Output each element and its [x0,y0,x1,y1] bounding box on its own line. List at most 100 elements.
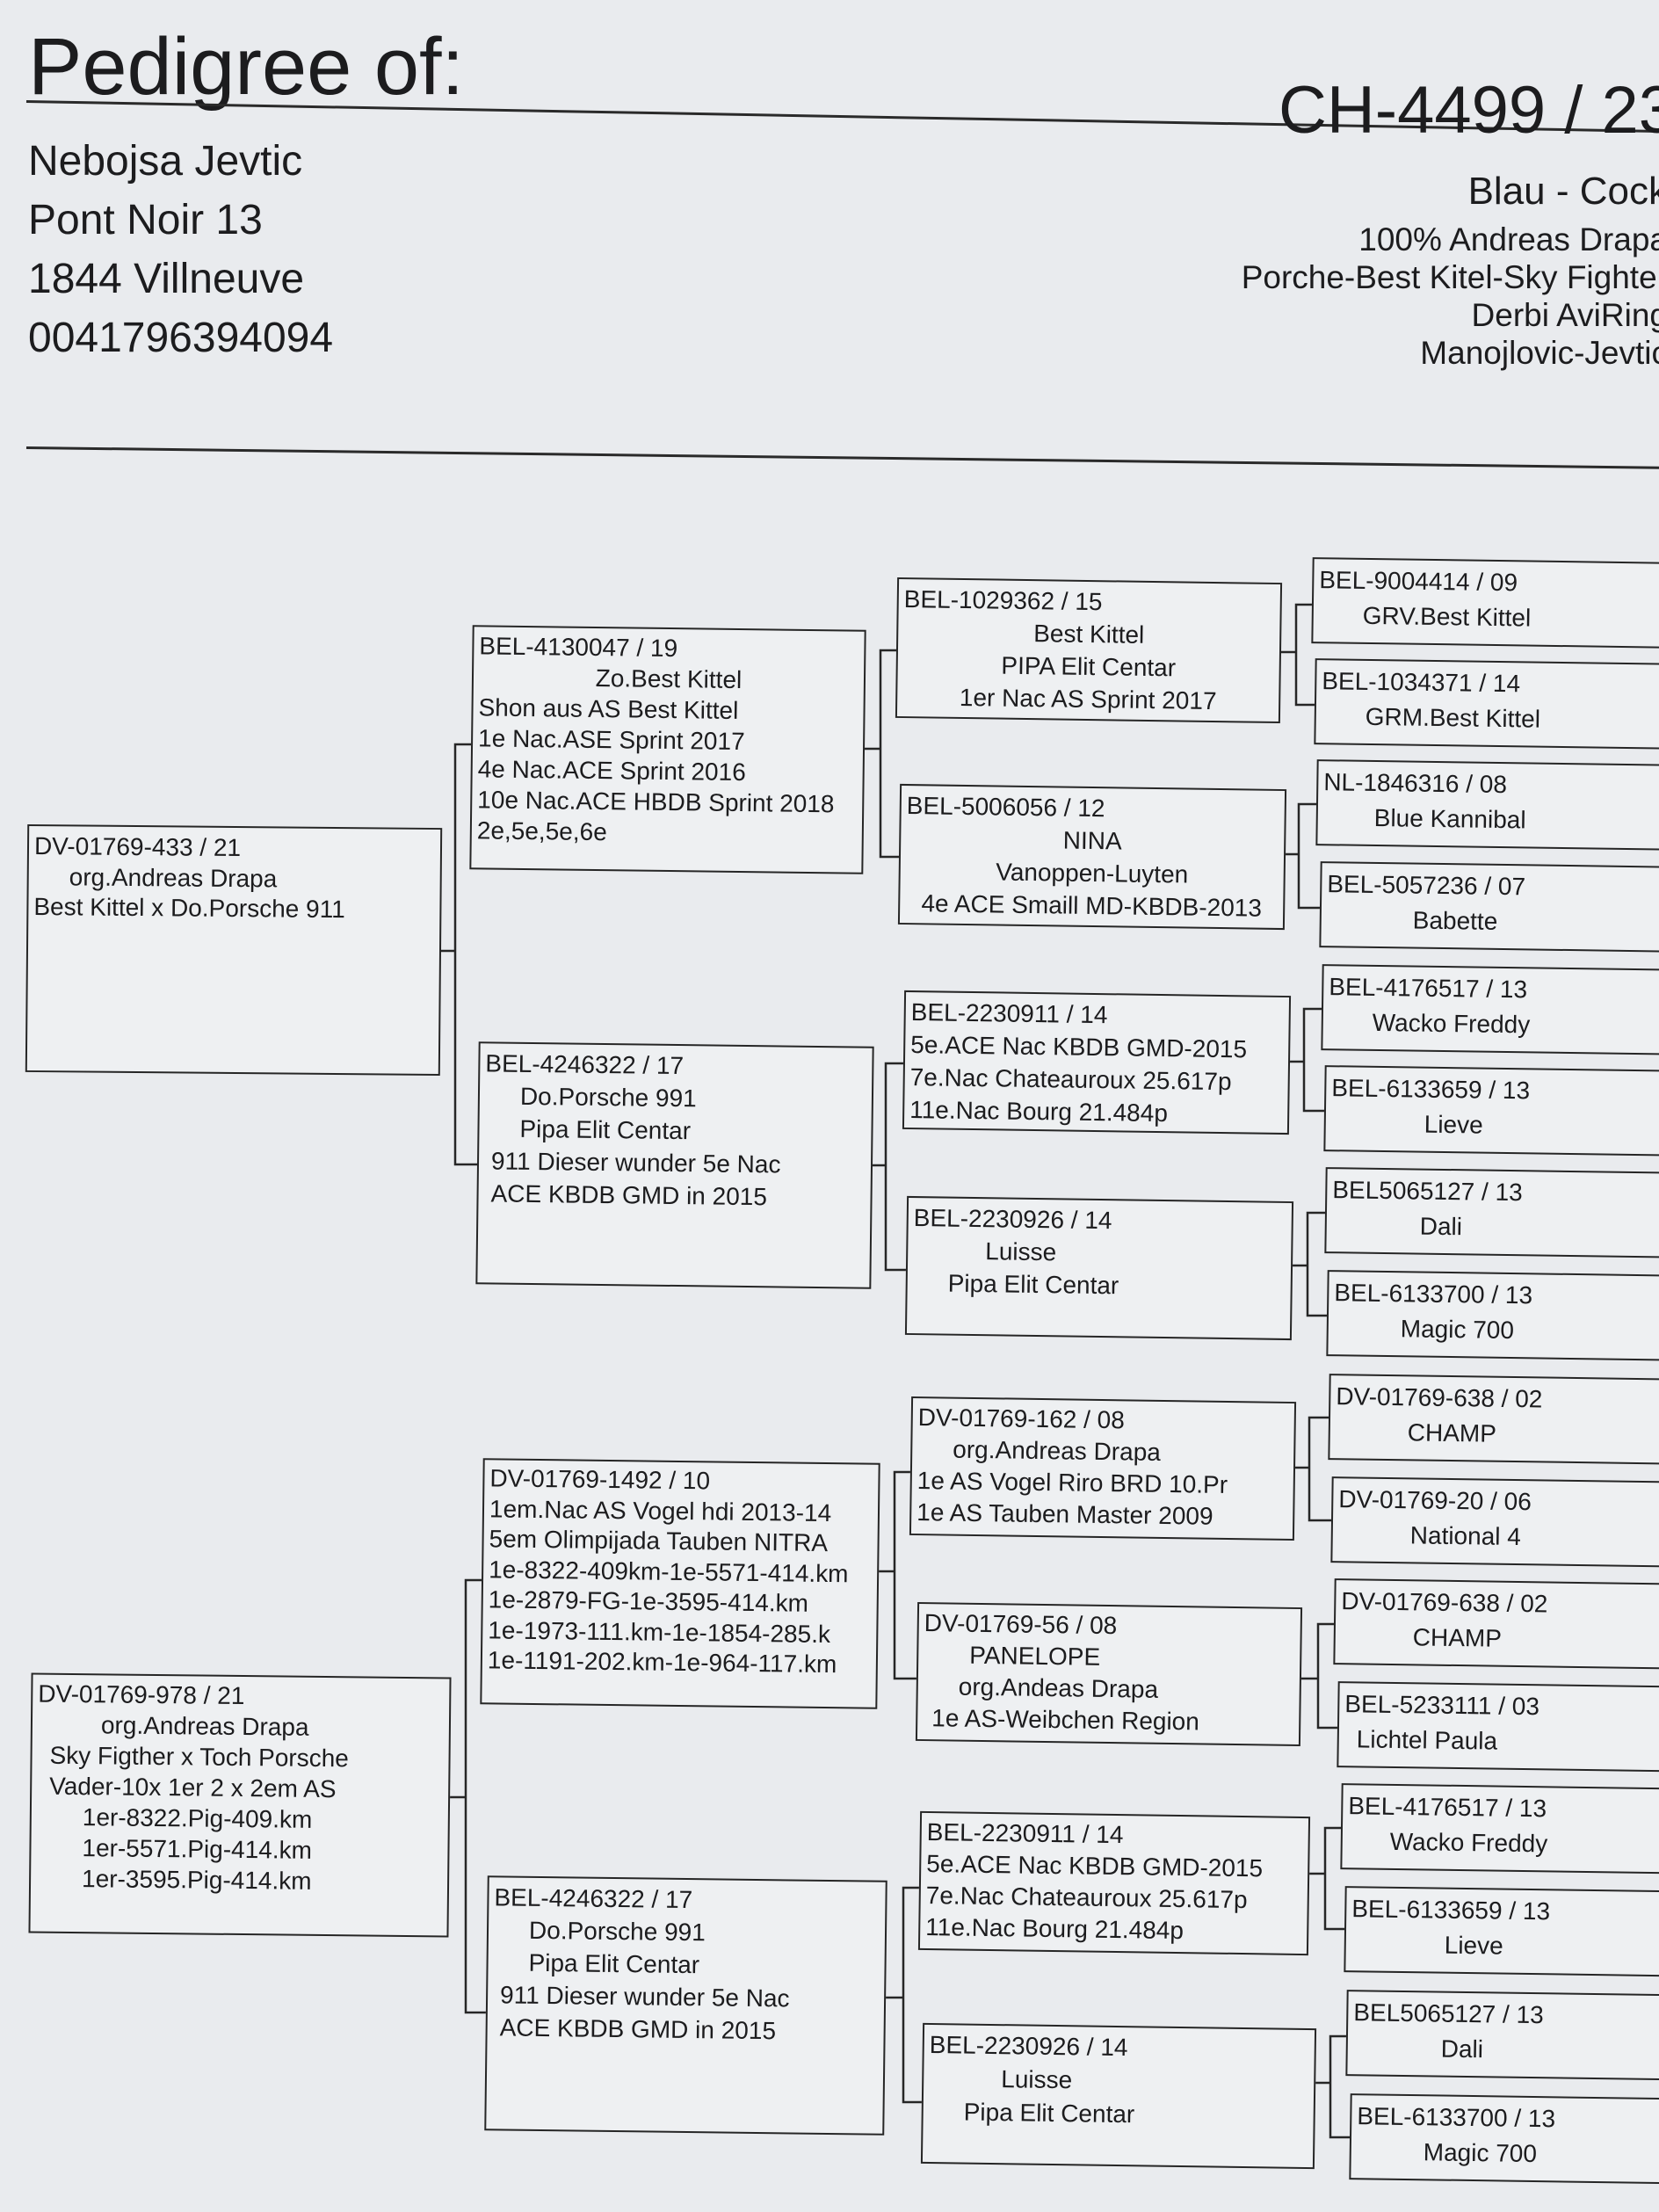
ancestor-card: BEL-6133700 / 13 Magic 700 [1349,2093,1659,2185]
ring-number: BEL-6133659 / 13 [1331,1074,1531,1105]
ring-number: BEL-4176517 / 13 [1348,1792,1547,1823]
ring-number: DV-01769-1492 / 10 [489,1464,711,1495]
ring-number: BEL-5233111 / 03 [1344,1690,1540,1721]
bird-info-line: 1e-8322-409km-1e-5571-414.km [488,1555,849,1587]
ancestor-card: BEL-1034371 / 14 GRM.Best Kittel [1314,658,1659,750]
ring-number: BEL5065127 / 13 [1332,1176,1523,1207]
bird-info-line: Pipa Elit Centar [963,2098,1135,2129]
bird-info-line: 1e AS Vogel Riro BRD 10.Pr [916,1467,1228,1498]
bird-info-line: 7e.Nac Chateauroux 25.617p [909,1063,1232,1096]
bird-info-line: 911 Dieser wunder 5e Nac [490,1147,781,1179]
bird-name: Blue Kannibal [1373,803,1526,834]
ancestor-card: BEL-5233111 / 03 Lichtel Paula [1337,1681,1659,1773]
ring-number: BEL-2230911 / 14 [910,998,1108,1029]
ancestor-card: DV-01769-638 / 02 CHAMP [1328,1374,1659,1465]
ancestor-card: BEL-2230926 / 14 Luisse Pipa Elit Centar [904,1195,1294,1341]
bird-name: CHAMP [1412,1623,1503,1652]
ring-number: BEL-1029362 / 15 [903,585,1103,616]
bird-info-line: 1e-2879-FG-1e-3595-414.km [488,1585,809,1617]
bird-name: Do.Porsche 991 [528,1916,706,1947]
bird-name: NINA [1062,826,1122,855]
bird-color-sex: Blau - Cock [1467,170,1659,213]
breeder-line: org.Andreas Drapa [69,862,278,892]
ring-number: DV-01769-433 / 21 [33,832,242,862]
owner-phone: 0041796394094 [28,315,334,361]
bird-info-line: 11e.Nac Bourg 21.484p [909,1096,1169,1128]
ancestor-card: BEL-4176517 / 13 Wacko Freddy [1321,964,1659,1055]
bird-info-line: 1er-8322.Pig-409.km [82,1803,313,1833]
bird-info-line: 911 Dieser wunder 5e Nac [499,1981,790,2013]
owner-block: Nebojsa Jevtic Pont Noir 13 1844 Villneu… [28,132,333,367]
breeder-line: org.Andeas Drapa [958,1672,1159,1703]
sire-sire-card: BEL-4130047 / 19 Zo.Best Kittel Shon aus… [469,625,866,874]
ring-number: BEL-4176517 / 13 [1329,973,1528,1004]
bird-info-line: Pipa Elit Centar [519,1114,692,1145]
bird-info-line: 1er-3595.Pig-414.km [81,1865,312,1895]
ring-number: BEL5065127 / 13 [1353,1998,1544,2029]
ring-number: BEL-1034371 / 14 [1322,667,1521,698]
ring-number: BEL-5057236 / 07 [1327,870,1526,901]
bird-name: Lieve [1444,1931,1503,1960]
bird-info-line: Sky Figther x Toch Porsche [49,1741,350,1773]
ancestor-card: BEL-6133659 / 13 Lieve [1323,1065,1659,1157]
ring-number: BEL-4130047 / 19 [479,632,678,663]
bird-info-line: Derbi AviRing [1471,297,1659,333]
bird-info-line: 4e Nac.ACE Sprint 2016 [477,755,746,787]
ring-number: DV-01769-20 / 06 [1338,1485,1532,1516]
dam-dam-card: BEL-4246322 / 17 Do.Porsche 991 Pipa Eli… [484,1875,887,2136]
bird-name: Wacko Freddy [1389,1827,1548,1858]
bird-info-line: Best Kittel x Do.Porsche 911 [33,893,345,924]
ancestor-card: BEL5065127 / 13 Dali [1345,1990,1659,2081]
bird-info-line: 7e.Nac Chateauroux 25.617p [925,1882,1248,1914]
bird-info-line: 2e,5e,5e,6e [476,816,607,846]
ring-number: DV-01769-638 / 02 [1341,1587,1548,1618]
ancestor-card: DV-01769-56 / 08 PANELOPE org.Andeas Dra… [915,1601,1303,1747]
owner-street: Pont Noir 13 [28,197,263,243]
ring-number: DV-01769-56 / 08 [924,1609,1118,1640]
bird-name: Wacko Freddy [1372,1008,1531,1039]
bird-info-line: PIPA Elit Centar [1001,651,1177,682]
ancestor-card: DV-01769-162 / 08 org.Andreas Drapa 1e A… [909,1396,1297,1541]
bird-info-block: Blau - Cock 100% Andreas Drapa Porche-Be… [947,172,1659,372]
bird-info-line: 10e Nac.ACE HBDB Sprint 2018 [477,786,835,818]
bird-name: Do.Porsche 991 [519,1082,697,1113]
bird-info-line: 100% Andreas Drapa [1358,221,1659,257]
ring-number: BEL-2230926 / 14 [913,1204,1112,1235]
bird-info-line: ACE KBDB GMD in 2015 [499,2013,777,2045]
ancestor-card: BEL-6133700 / 13 Magic 700 [1326,1270,1659,1361]
ring-number: BEL-4246322 / 17 [494,1883,693,1914]
bird-info-line: 1er-5571.Pig-414.km [82,1834,313,1864]
breeder-line: org.Andreas Drapa [953,1435,1162,1466]
ancestor-card: NL-1846316 / 08 Blue Kannibal [1315,759,1659,851]
bird-ring-number: CH-4499 / 23 [1279,73,1659,148]
sire-card: DV-01769-433 / 21 org.Andreas Drapa Best… [25,823,443,1077]
bird-info-line: 1e-1973-111.km-1e-1854-285.k [488,1615,831,1648]
ring-number: BEL-5006056 / 12 [906,792,1105,823]
ring-number: BEL-2230911 / 14 [926,1818,1124,1849]
ancestor-card: BEL-2230911 / 14 5e.ACE Nac KBDB GMD-201… [917,1810,1311,1956]
dam-card: DV-01769-978 / 21 org.Andreas Drapa Sky … [28,1672,452,1938]
bird-name: National 4 [1409,1521,1522,1551]
bird-info-line: 1er Nac AS Sprint 2017 [959,683,1217,715]
bird-name: Dali [1419,1212,1463,1241]
bird-name: CHAMP [1407,1418,1497,1447]
bird-info-line: 5e.ACE Nac KBDB GMD-2015 [926,1850,1264,1882]
bird-name: Best Kittel [1033,620,1145,649]
bird-info-line: Pipa Elit Centar [947,1269,1119,1300]
ancestor-card: BEL-5057236 / 07 Babette [1319,861,1659,953]
ring-number: BEL-2230926 / 14 [929,2030,1128,2062]
bird-name: PANELOPE [969,1641,1101,1671]
bird-name: GRV.Best Kittel [1362,601,1532,632]
bird-info-line: Porche-Best Kitel-Sky Fighter [1241,259,1659,295]
dam-sire-card: DV-01769-1492 / 10 1em.Nac AS Vogel hdi … [480,1458,880,1709]
bird-name: Magic 700 [1423,2138,1538,2168]
bird-info-line: 5e.ACE Nac KBDB GMD-2015 [910,1031,1248,1063]
bird-info-line: Shon aus AS Best Kittel [478,693,739,724]
ring-number: BEL-6133700 / 13 [1334,1279,1533,1309]
ancestor-card: BEL-2230926 / 14 Luisse Pipa Elit Centar [920,2022,1317,2170]
bird-info-line: 5em Olimpijada Tauben NITRA [489,1525,829,1557]
bird-info-line: Vader-10x 1er 2 x 2em AS [49,1772,337,1803]
ancestor-card: DV-01769-638 / 02 CHAMP [1333,1578,1659,1670]
